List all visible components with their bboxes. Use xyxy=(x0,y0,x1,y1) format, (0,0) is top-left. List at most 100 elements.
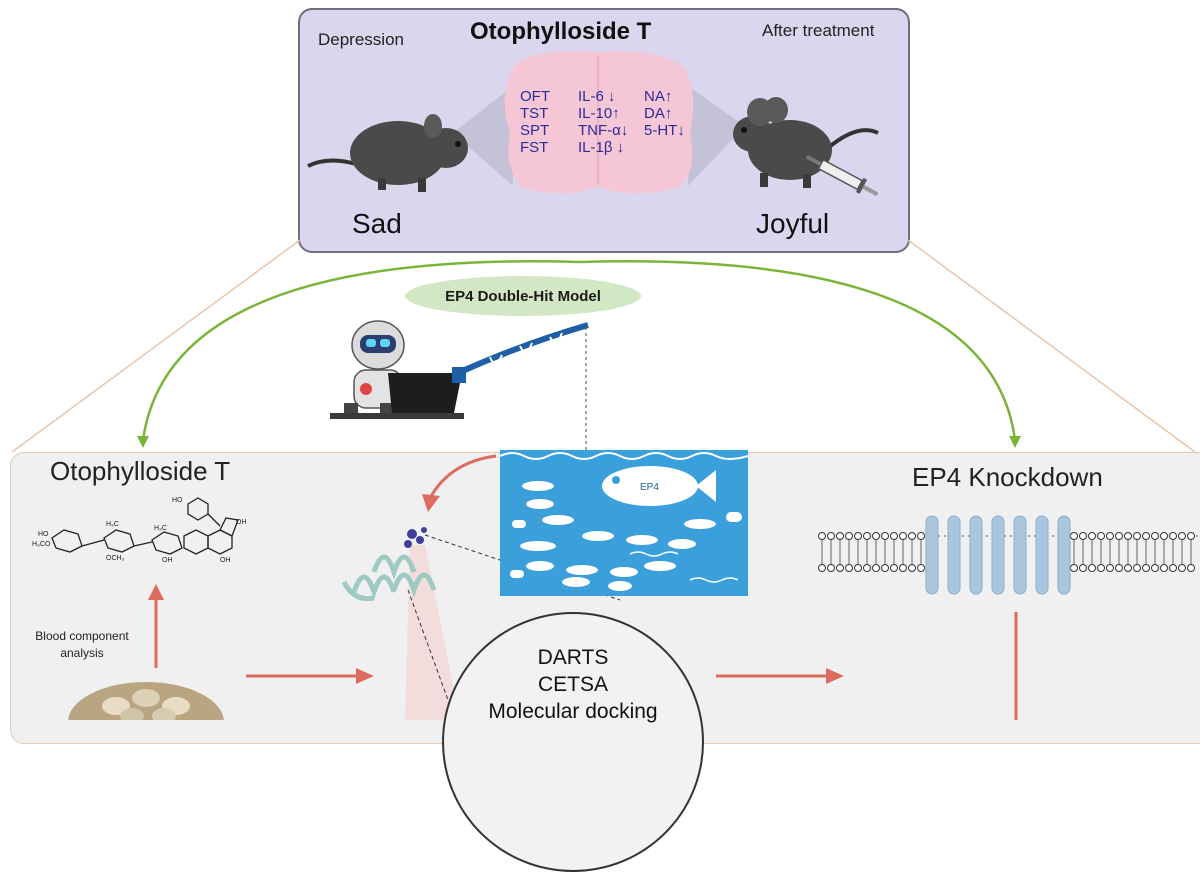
herb-seeds-icon xyxy=(68,682,224,720)
lipid-head xyxy=(863,564,871,572)
methods-circle: DARTS CETSA Molecular docking xyxy=(442,612,704,872)
syringe-icon xyxy=(805,154,879,197)
connector-layer xyxy=(11,239,1196,453)
method-item: Molecular docking xyxy=(488,700,658,723)
fishing-rod-icon xyxy=(452,322,589,473)
protein-structure-icon xyxy=(341,527,437,602)
lipid-head xyxy=(818,532,826,540)
lipid-head xyxy=(899,532,907,540)
svg-text:H₃C: H₃C xyxy=(106,521,119,528)
svg-text:HO: HO xyxy=(38,531,49,538)
lipid-head xyxy=(1187,564,1195,572)
neurotransmitter-list: NA↑ DA↑ 5-HT↓ xyxy=(644,88,685,139)
sad-mouse-icon xyxy=(307,114,468,192)
svg-text:H₃CO: H₃CO xyxy=(32,541,51,548)
svg-text:OH: OH xyxy=(162,557,173,564)
test-item: TST xyxy=(520,105,549,122)
double-hit-model-bubble: EP4 Double-Hit Model xyxy=(405,276,641,316)
blood-label-line: Blood component xyxy=(35,629,129,643)
lipid-head xyxy=(908,532,916,540)
lipid-head xyxy=(1142,532,1150,540)
ep4-knockdown-title: EP4 Knockdown xyxy=(912,462,1103,492)
method-item: CETSA xyxy=(537,673,608,696)
red-curved-arrow xyxy=(428,454,497,499)
depression-label: Depression xyxy=(318,30,404,49)
ep4-receptor-icon xyxy=(925,515,1071,595)
red-arrow-layer xyxy=(148,454,1018,720)
top-panel-graphics xyxy=(307,51,879,197)
method-item: DARTS xyxy=(537,646,609,669)
fish-pond: EP4 xyxy=(500,450,748,596)
lipid-head xyxy=(1097,532,1105,540)
small-fish-group xyxy=(510,481,742,591)
right-guide-line xyxy=(907,239,1196,453)
lipid-head xyxy=(1070,532,1078,540)
lipid-head xyxy=(1079,564,1087,572)
lipid-head xyxy=(854,564,862,572)
lipid-head xyxy=(1133,564,1141,572)
lipid-head xyxy=(1178,532,1186,540)
behavior-tests-list: OFT TST SPT FST xyxy=(520,88,550,156)
top-title: Otophylloside T xyxy=(470,18,652,45)
lipid-head xyxy=(1124,564,1132,572)
lipid-head xyxy=(845,564,853,572)
test-item: OFT xyxy=(520,88,550,105)
lipid-head xyxy=(1115,532,1123,540)
red-arrow-right-1-head xyxy=(356,668,374,684)
lipid-head xyxy=(1142,564,1150,572)
svg-text:HO: HO xyxy=(172,497,183,504)
lipid-head xyxy=(854,532,862,540)
lipid-head xyxy=(836,564,844,572)
lipid-head xyxy=(1178,564,1186,572)
lipid-head xyxy=(1160,532,1168,540)
svg-text:OCH₃: OCH₃ xyxy=(106,555,125,562)
lipid-head xyxy=(1070,564,1078,572)
lipid-head xyxy=(1169,564,1177,572)
lipid-head xyxy=(863,532,871,540)
lipid-head xyxy=(908,564,916,572)
blood-label-line: analysis xyxy=(60,646,104,660)
lipid-head xyxy=(881,564,889,572)
membrane-receptor-graphic xyxy=(818,515,1198,595)
cytokine-list: IL-6 ↓ IL-10↑ TNF-α↓ IL-1β ↓ xyxy=(578,88,628,156)
red-projection-cone xyxy=(405,545,460,720)
lipid-head xyxy=(818,564,826,572)
joyful-label: Joyful xyxy=(756,208,830,239)
neurotransmitter-item: 5-HT↓ xyxy=(644,122,685,139)
cytokine-item: IL-6 ↓ xyxy=(578,88,616,105)
left-guide-line xyxy=(11,239,301,453)
lipid-head xyxy=(836,532,844,540)
lipid-head xyxy=(899,564,907,572)
red-arrow-up-head xyxy=(148,584,164,600)
lipid-head xyxy=(1097,564,1105,572)
lipid-head xyxy=(1088,564,1096,572)
lipid-head xyxy=(827,532,835,540)
lipid-head xyxy=(1088,532,1096,540)
left-projection-cone xyxy=(453,86,513,186)
red-arrow-right-2-head xyxy=(826,668,844,684)
lipid-head xyxy=(1169,532,1177,540)
cytokine-item: IL-1β ↓ xyxy=(578,139,625,156)
lipid-head xyxy=(845,532,853,540)
lipid-head xyxy=(890,532,898,540)
lipid-head xyxy=(872,564,880,572)
right-projection-cone xyxy=(688,86,745,186)
lipid-head xyxy=(1151,532,1159,540)
red-curved-arrow-head xyxy=(422,494,440,512)
lipid-head xyxy=(827,564,835,572)
dashed-leader-2 xyxy=(407,589,449,701)
laptop-icon xyxy=(330,373,464,419)
sad-label: Sad xyxy=(352,208,402,239)
svg-text:OH: OH xyxy=(220,557,231,564)
lipid-head xyxy=(872,532,880,540)
green-arrowhead-left xyxy=(137,436,149,448)
lipid-head xyxy=(1124,532,1132,540)
neurotransmitter-item: NA↑ xyxy=(644,88,673,105)
cytokine-item: TNF-α↓ xyxy=(578,122,629,139)
lipid-head xyxy=(1079,532,1087,540)
left-compound-title: Otophylloside T xyxy=(50,456,231,486)
lipid-head xyxy=(917,532,925,540)
test-item: FST xyxy=(520,139,549,156)
lipid-head xyxy=(917,564,925,572)
